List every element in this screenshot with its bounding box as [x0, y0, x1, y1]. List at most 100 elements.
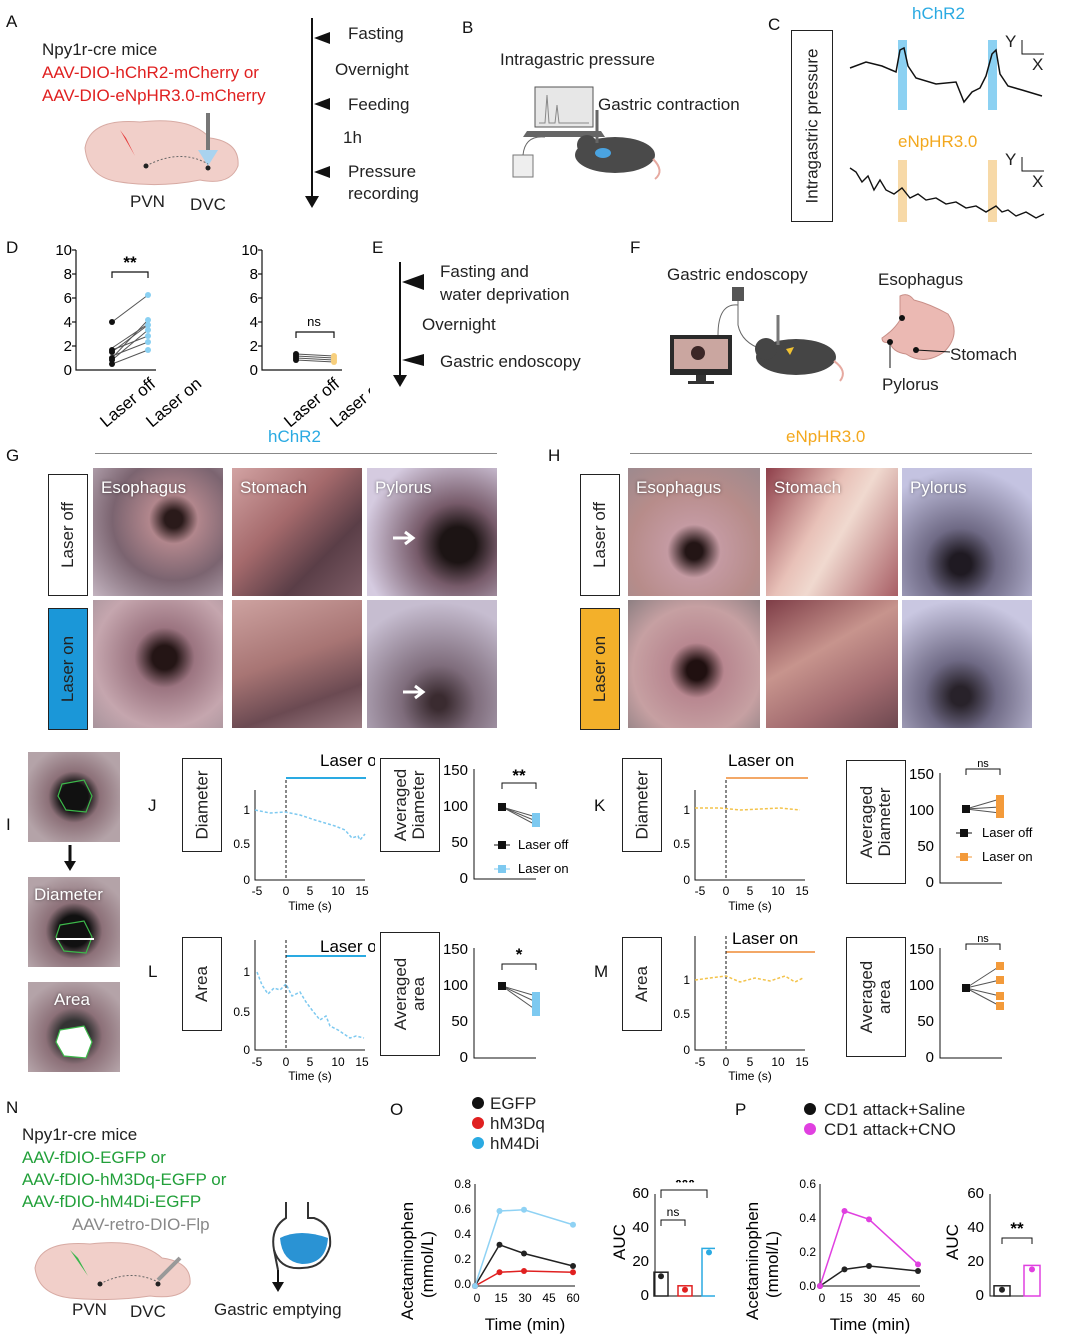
bar-dot	[658, 1273, 664, 1280]
svg-text:Time (min): Time (min)	[485, 1315, 566, 1334]
svg-text:30: 30	[863, 1291, 877, 1305]
p-legend: CD1 attack+Saline CD1 attack+CNO	[804, 1100, 965, 1140]
virus-label-1: AAV-DIO-hChR2-mCherry or	[42, 63, 259, 82]
n-virus-2: AAV-fDIO-hM3Dq-EGFP or	[22, 1170, 227, 1189]
svg-text:50: 50	[451, 834, 468, 851]
svg-text:100: 100	[443, 798, 468, 815]
intragastric-title: Intragastric pressure	[500, 50, 655, 69]
n-virus-1: AAV-fDIO-EGFP or	[22, 1148, 166, 1167]
svg-text:0.0: 0.0	[799, 1279, 816, 1293]
d-ytick: 0	[64, 362, 72, 379]
series-line	[474, 1270, 574, 1287]
svg-text:15: 15	[839, 1291, 853, 1305]
panel-label-f: F	[630, 238, 641, 257]
e-step-4: Gastric endoscopy	[440, 352, 581, 371]
mouse-line-label: Npy1r-cre mice	[42, 40, 158, 59]
svg-text:0: 0	[460, 1049, 468, 1065]
scale-bar-top	[1021, 40, 1044, 55]
svg-text:0.0: 0.0	[454, 1277, 471, 1291]
f-esophagus-label: Esophagus	[878, 270, 964, 289]
panel-label-a: A	[6, 12, 18, 31]
timeline-arrow-e	[393, 262, 424, 387]
svg-text:0: 0	[976, 1287, 984, 1304]
bar	[677, 1285, 693, 1297]
brain-diagram-a	[84, 113, 239, 186]
svg-text:50: 50	[917, 838, 934, 855]
d-sig-right: ns	[307, 314, 321, 329]
svg-text:100: 100	[443, 977, 468, 994]
data-point	[915, 1268, 921, 1274]
stomach-illustration	[881, 294, 955, 368]
panel-label-h: H	[548, 446, 561, 465]
bar	[653, 1271, 669, 1297]
svg-text:0.5: 0.5	[233, 837, 250, 851]
svg-text:5: 5	[307, 884, 314, 898]
panel-label-b: B	[462, 18, 474, 37]
series-line	[474, 1243, 574, 1287]
svg-text:15: 15	[355, 884, 369, 898]
svg-text:0: 0	[683, 1043, 690, 1057]
e-step-1: Fasting and	[440, 262, 529, 281]
h-stomach-off: Stomach	[766, 468, 898, 596]
svg-text:Laser off: Laser off	[982, 825, 1033, 840]
svg-text:0: 0	[243, 1043, 250, 1057]
svg-text:0.4: 0.4	[454, 1227, 471, 1241]
g-pylorus-off: Pylorus	[367, 468, 497, 596]
svg-text:AUC: AUC	[610, 1224, 629, 1260]
d-ytick: 4	[250, 314, 258, 331]
svg-text:40: 40	[632, 1219, 649, 1236]
svg-text:0.4: 0.4	[799, 1211, 816, 1225]
svg-text:0: 0	[683, 873, 690, 887]
svg-text:0: 0	[723, 1055, 730, 1069]
svg-text:15: 15	[494, 1291, 508, 1305]
svg-text:60: 60	[911, 1291, 925, 1305]
svg-text:60: 60	[566, 1291, 580, 1305]
d-ytick: 2	[250, 338, 258, 355]
hchr2-label: hChR2	[912, 4, 965, 23]
p-legend-cno: CD1 attack+CNO	[804, 1120, 965, 1140]
n-virus-3: AAV-fDIO-hM4Di-EGFP	[22, 1192, 202, 1211]
data-point	[841, 1208, 848, 1214]
svg-text:Time (s): Time (s)	[288, 1069, 332, 1083]
svg-text:10: 10	[331, 884, 345, 898]
panel-label-o: O	[390, 1100, 404, 1119]
data-point	[841, 1266, 848, 1273]
g-header-rule	[95, 453, 497, 454]
n-mouse-label: Npy1r-cre mice	[22, 1125, 138, 1144]
g-esophagus-off: Esophagus	[93, 468, 223, 596]
svg-text:(mmol/L): (mmol/L)	[763, 1231, 782, 1298]
svg-text:0: 0	[474, 1291, 481, 1305]
bar-dot	[706, 1249, 712, 1256]
svg-text:30: 30	[518, 1291, 532, 1305]
data-point	[570, 1221, 576, 1228]
pressure-traces	[849, 40, 1045, 222]
panel-label-j: J	[148, 796, 157, 815]
pvn-label: PVN	[130, 192, 165, 211]
svg-text:5: 5	[747, 1055, 754, 1069]
intragastric-ylabel-box: Intragastric pressure	[791, 30, 833, 222]
data-point	[496, 1208, 503, 1214]
data-point	[521, 1268, 527, 1274]
d-ytick: 10	[241, 242, 258, 259]
brain-diagram-n	[34, 1242, 191, 1301]
o-legend: EGFP hM3Dq hM4Di	[472, 1094, 545, 1154]
svg-text:Laser on: Laser on	[728, 751, 794, 770]
svg-text:ns: ns	[977, 758, 989, 770]
i-down-arrow-icon	[64, 845, 76, 871]
svg-text:Laser on: Laser on	[732, 929, 798, 948]
h-header-rule	[630, 453, 1032, 454]
i-image-area: Area	[28, 982, 120, 1072]
svg-text:**: **	[1010, 1219, 1024, 1238]
svg-text:15: 15	[795, 884, 809, 898]
series-line	[474, 1208, 574, 1287]
svg-text:Time (s): Time (s)	[288, 899, 332, 913]
svg-text:20: 20	[632, 1253, 649, 1270]
svg-text:Laser on: Laser on	[320, 937, 375, 956]
